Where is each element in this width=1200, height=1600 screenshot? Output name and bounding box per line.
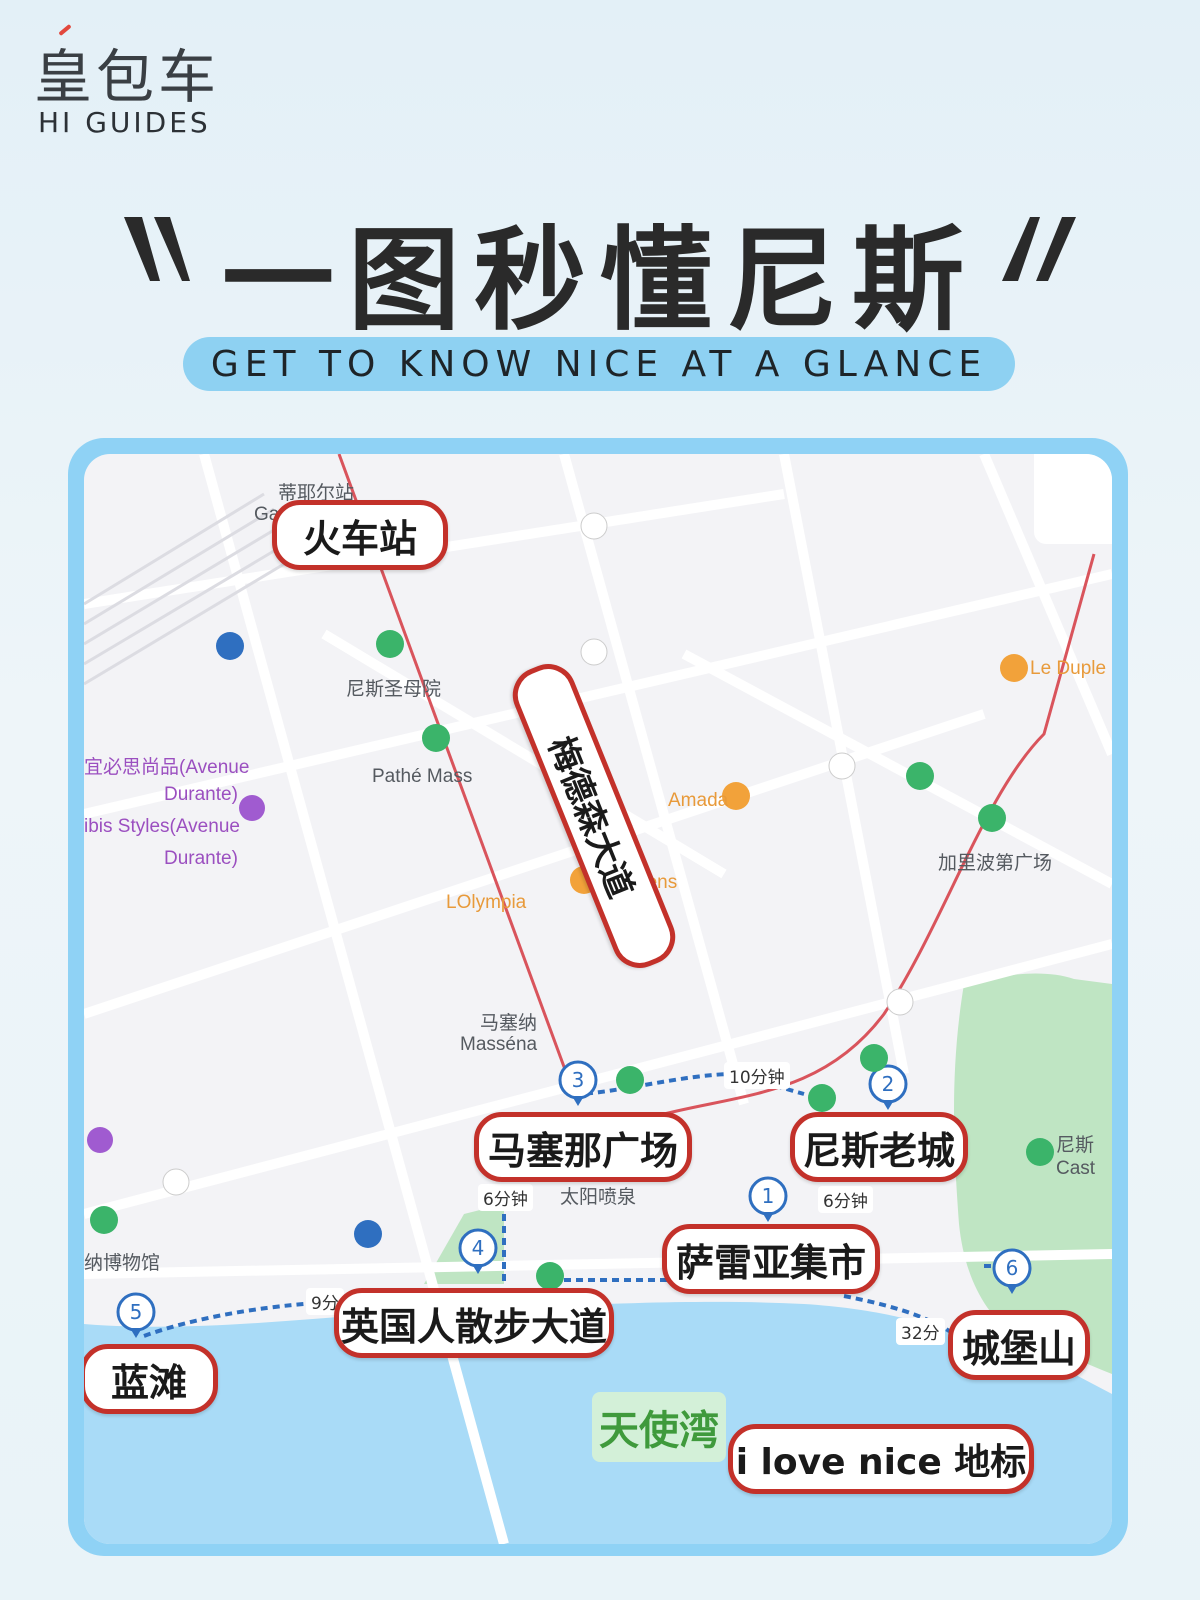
map-control[interactable] bbox=[1034, 454, 1112, 544]
label-castle-hill: 城堡山 bbox=[948, 1310, 1090, 1380]
poi-avenue-durante-b: Durante) bbox=[164, 784, 238, 805]
poi-ibis-styles-b: Durante) bbox=[164, 848, 238, 869]
svg-text:2: 2 bbox=[882, 1072, 895, 1096]
nice-map: 3 2 1 4 5 bbox=[84, 454, 1112, 1544]
svg-text:1: 1 bbox=[762, 1184, 775, 1208]
quote-right-icon bbox=[1002, 217, 1076, 281]
marker-5: 5 bbox=[116, 1292, 156, 1338]
subtitle-pill: GET TO KNOW NICE AT A GLANCE bbox=[183, 337, 1015, 391]
svg-text:6: 6 bbox=[1006, 1256, 1019, 1280]
walk-time-6b: 6分钟 bbox=[818, 1186, 873, 1213]
route-markers: 3 2 1 4 5 bbox=[116, 1060, 1032, 1338]
brand-logo-cn: 皇包车 bbox=[34, 43, 221, 111]
poi-lolympia: LOlympia bbox=[446, 892, 527, 913]
poi-massena-cn: 马塞纳 bbox=[480, 1013, 538, 1034]
poi-pathe: Pathé Mass bbox=[372, 766, 473, 787]
rail-yard bbox=[84, 492, 295, 686]
label-blue-beach: 蓝滩 bbox=[84, 1344, 218, 1414]
label-promenade: 英国人散步大道 bbox=[334, 1288, 614, 1358]
svg-text:3: 3 bbox=[572, 1068, 585, 1092]
walk-time-10: 10分钟 bbox=[724, 1062, 790, 1089]
poi-castle-cn: 尼斯 bbox=[1056, 1135, 1095, 1156]
poi-avenue-durante-a: 宜必思尚品(Avenue bbox=[84, 757, 250, 778]
poi-ibis-styles-a: ibis Styles(Avenue bbox=[84, 816, 240, 837]
label-train-station: 火车站 bbox=[272, 500, 448, 570]
marker-2: 2 bbox=[868, 1064, 908, 1110]
label-i-love-nice: i love nice 地标 bbox=[728, 1424, 1034, 1494]
poi-fountain: 太阳喷泉 bbox=[560, 1187, 637, 1208]
label-old-town: 尼斯老城 bbox=[790, 1112, 968, 1182]
walk-time-6a: 6分钟 bbox=[478, 1184, 533, 1211]
map-base: 3 2 1 4 5 bbox=[84, 454, 1112, 1544]
poi-tiers-station: 蒂耶尔站 bbox=[278, 483, 355, 504]
brand-logo-en: HI GUIDES bbox=[38, 106, 211, 139]
label-saleya-market: 萨雷亚集市 bbox=[662, 1224, 880, 1294]
restaurant-pin bbox=[722, 782, 750, 810]
marker-3: 3 bbox=[558, 1060, 598, 1106]
subtitle-text: GET TO KNOW NICE AT A GLANCE bbox=[210, 343, 988, 385]
marker-4: 4 bbox=[458, 1228, 498, 1274]
poi-amada: Amada bbox=[668, 790, 729, 811]
marker-1: 1 bbox=[748, 1176, 788, 1222]
parking-pin bbox=[216, 632, 244, 660]
poi-garibaldi: 加里波第广场 bbox=[938, 853, 1053, 874]
poi-le-duple: Le Duple bbox=[1030, 658, 1107, 679]
label-massena-square: 马塞那广场 bbox=[474, 1112, 692, 1182]
walk-time-32: 32分 bbox=[896, 1318, 945, 1345]
poi-massena-fr: Masséna bbox=[460, 1034, 538, 1055]
hotel-pin-2 bbox=[87, 1127, 113, 1153]
poi-cathedral: 尼斯圣母院 bbox=[346, 679, 442, 700]
quote-left-icon bbox=[124, 217, 190, 281]
svg-text:4: 4 bbox=[472, 1236, 485, 1260]
poi-museum: 纳博物馆 bbox=[84, 1253, 161, 1274]
landmark-pins bbox=[90, 630, 1054, 1290]
bay-label: 天使湾 bbox=[592, 1392, 726, 1462]
shop-pins bbox=[162, 512, 914, 1196]
restaurant-pin-3 bbox=[1000, 654, 1028, 682]
hotel-pin bbox=[239, 795, 265, 821]
parking-pin-2 bbox=[354, 1220, 382, 1248]
poi-castle-fr: Cast bbox=[1056, 1158, 1096, 1179]
page-title: 一图秒懂尼斯 bbox=[222, 216, 978, 346]
marker-6: 6 bbox=[992, 1248, 1032, 1294]
svg-text:5: 5 bbox=[130, 1300, 143, 1324]
